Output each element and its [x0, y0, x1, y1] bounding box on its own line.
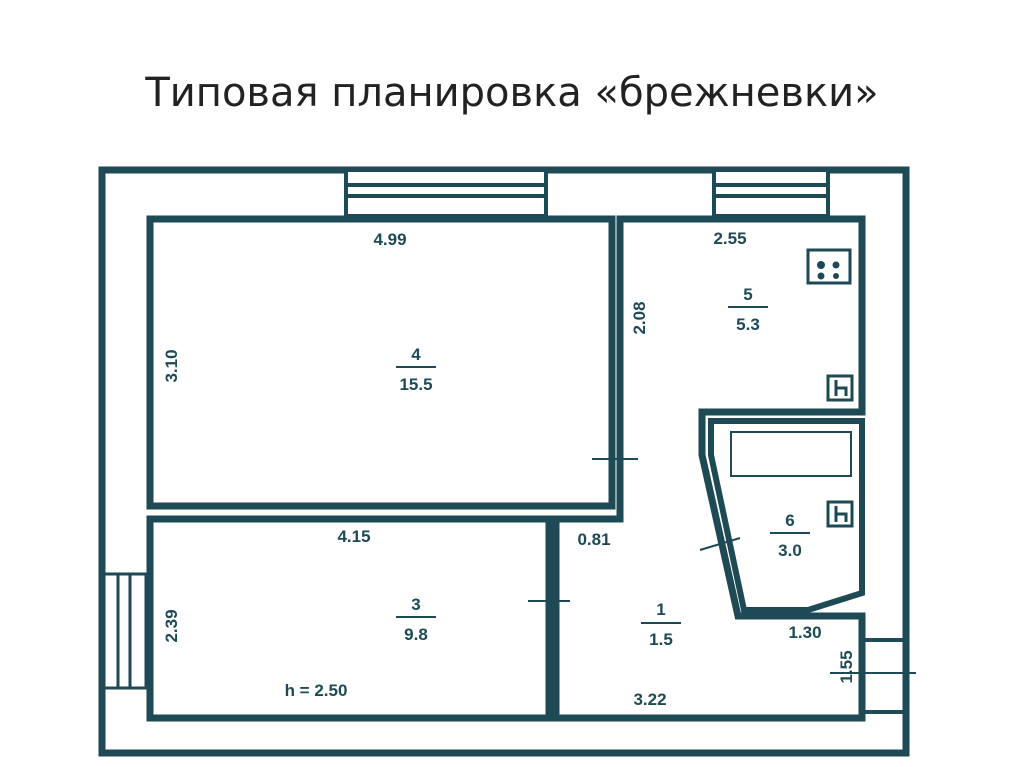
room-4-area: 15.5 [399, 375, 432, 394]
kitchen-width: 2.55 [713, 229, 746, 248]
hallway-depth: 1.55 [837, 650, 856, 683]
fraction-lines [396, 306, 810, 624]
room-4-length: 3.10 [162, 349, 181, 382]
hallway-width: 3.22 [633, 690, 666, 709]
window-kitchen [712, 168, 830, 218]
room-3-length: 2.39 [162, 609, 181, 642]
bathtub-icon [730, 431, 852, 477]
bathroom-area: 3.0 [778, 541, 802, 560]
door-marks [528, 458, 916, 674]
slide-title: Типовая планировка «брежневки» [145, 70, 879, 116]
room-3-walls [146, 515, 553, 722]
bathroom-walls [708, 418, 865, 613]
room-3-width: 4.15 [337, 527, 370, 546]
ventilation-icon [826, 500, 854, 528]
room-4-number: 4 [411, 345, 421, 364]
room-4-width: 4.99 [373, 230, 406, 249]
ceiling-height: h = 2.50 [285, 681, 348, 700]
kitchen-hallway-walls [552, 215, 866, 722]
window-hallway [862, 638, 906, 714]
ventilation-icon [826, 374, 854, 402]
kitchen-length: 2.08 [630, 301, 649, 334]
room-4-walls [146, 215, 616, 510]
kitchen-area: 5.3 [736, 315, 760, 334]
kitchen-number: 5 [743, 285, 752, 304]
hallway-side: 1.30 [788, 623, 821, 642]
room-3-area: 9.8 [404, 625, 428, 644]
bathroom-number: 6 [785, 511, 794, 530]
outer-wall [98, 166, 910, 757]
stove-icon [806, 248, 852, 285]
hallway-number: 1 [656, 600, 665, 619]
room-3-number: 3 [411, 595, 420, 614]
hallway-area: 1.5 [649, 630, 673, 649]
window-room-3 [102, 572, 148, 690]
hallway-gap: 0.81 [577, 530, 610, 549]
window-room-4 [344, 168, 548, 218]
